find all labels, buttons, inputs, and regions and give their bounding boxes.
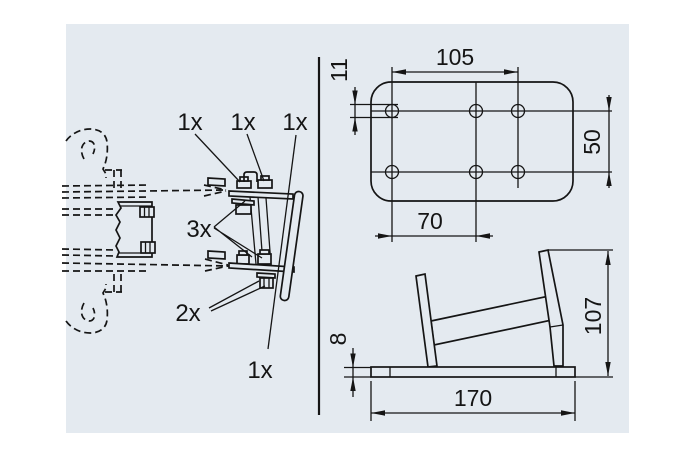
nut-under-top [235,204,252,215]
dimension-50: 50 [579,95,612,188]
assembly-guide-lines [61,184,231,272]
spacer-plate-bottom [207,250,226,260]
dim-105-text: 105 [436,44,474,70]
exploded-assembly-view: 1x 1x 1x 3x 2x 1x [61,109,308,384]
base-plate [370,366,576,378]
dimension-11: 11 [326,58,398,135]
qty-label-top-2: 1x [230,109,255,136]
dim-11-text: 11 [326,58,352,82]
washer-bottom [256,272,276,279]
adapter-part [114,201,156,258]
qty-label-top-1: 1x [177,109,202,136]
leader-lines [194,133,297,350]
dim-8-text: 8 [325,333,351,346]
dimension-105: 105 [392,44,518,75]
dimension-8: 8 [325,333,371,397]
dim-50-text: 50 [579,129,605,155]
left-upright [415,272,438,368]
dimension-107: 107 [548,249,613,378]
qty-label-top-3: 1x [282,109,307,136]
nut-bottom-right [257,253,272,265]
nut-top-right [257,179,273,189]
hole-row-centerlines [371,110,612,173]
u-bolt-handle [243,171,258,182]
spacer-plate-top [207,177,226,187]
hole-column-centerlines [391,67,519,242]
qty-label-bottom: 1x [247,357,272,384]
nut-bottom-left [236,254,250,265]
dim-107-text: 107 [580,297,606,335]
dim-170-text: 170 [454,385,492,411]
mounting-plate-outline [370,81,574,202]
bolt-head-bottom [259,277,274,289]
qty-label-bottom-left: 2x [175,300,200,327]
plate-top-view: 105 11 50 70 [326,44,612,242]
dimension-70: 70 [375,208,493,239]
bracket-plate-top [228,190,294,200]
support-bar [279,190,304,302]
dim-70-text: 70 [417,208,443,234]
stand-side-view: 8 107 170 [325,248,613,421]
qty-label-middle: 3x [186,216,211,243]
machine-outline-bottom [65,274,122,334]
drawing-panel-background [66,24,629,433]
dimension-170: 170 [370,381,576,421]
nut-top-left [236,180,252,189]
